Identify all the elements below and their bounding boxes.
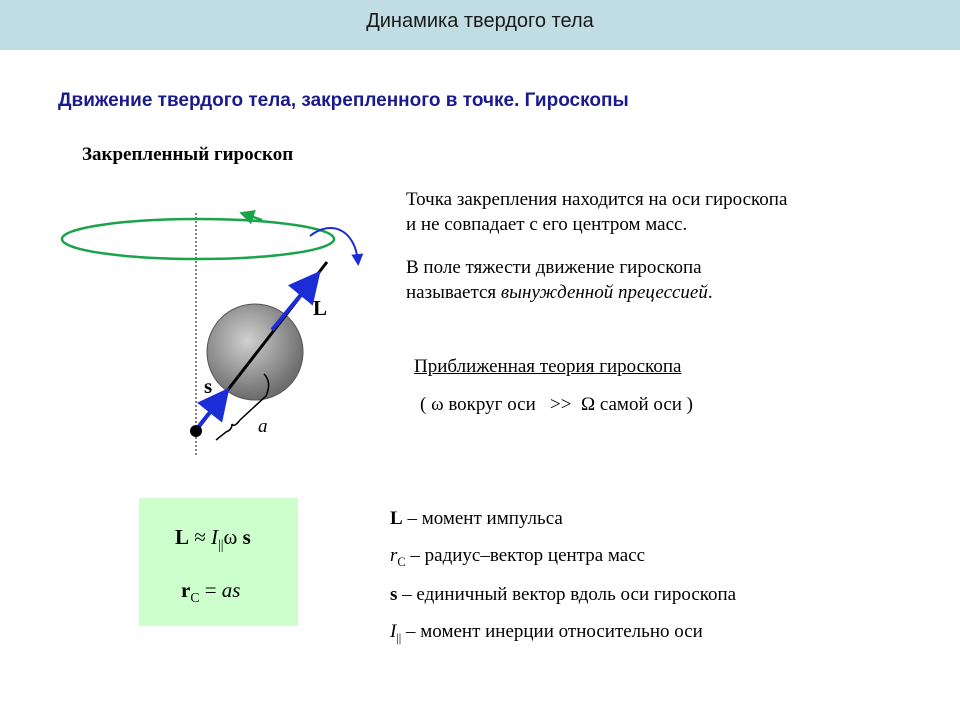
- theory-title: Приближенная теория гироскопа: [414, 356, 682, 377]
- s-vector: [197, 387, 230, 428]
- symbol-s: s: [237, 525, 251, 549]
- paragraph-fixed-point: Точка закрепления находится на оси гирос…: [406, 187, 787, 237]
- label-a: a: [258, 416, 268, 437]
- subscript-parallel: ||: [218, 537, 224, 553]
- legend-symbol: s: [390, 584, 398, 605]
- paragraph-line: называется вынужденной прецессией.: [406, 280, 713, 305]
- symbol-r: r: [181, 578, 191, 602]
- legend-subscript: ||: [396, 630, 402, 645]
- precession-arrow: [239, 210, 263, 225]
- legend-text: – единичный вектор вдоль оси гироскопа: [397, 584, 737, 605]
- subscript-C: C: [190, 590, 200, 606]
- theory-condition: ( ω вокруг оси >> Ω самой оси ): [420, 394, 694, 415]
- formula-box: [139, 498, 298, 626]
- label-L: L: [313, 296, 328, 320]
- legend-item: L – момент импульса: [390, 508, 563, 530]
- emphasis-text: вынужденной прецессией: [500, 282, 708, 303]
- precession-ellipse: [60, 217, 336, 261]
- approx-sign: ≈: [189, 525, 212, 549]
- distance-brace: [215, 373, 270, 441]
- legend-text: – момент инерции относительно оси: [401, 621, 703, 642]
- symbol-omega: ω: [223, 525, 238, 549]
- header-bar: [0, 0, 960, 50]
- legend-symbol: r: [390, 545, 398, 566]
- legend-item: I|| – момент инерции относительно оси: [390, 621, 703, 646]
- gyroscope-ball: [206, 303, 304, 401]
- legend-symbol: L: [390, 508, 403, 529]
- slide-title: Динамика твердого тела: [366, 10, 594, 32]
- legend-text: – радиус–вектор центра масс: [405, 545, 646, 566]
- legend-item: s – единичный вектор вдоль оси гироскопа: [390, 584, 736, 606]
- paragraph-line: и не совпадает с его центром масс.: [406, 214, 688, 235]
- symbol-I: I: [211, 525, 219, 549]
- legend-symbol: I: [390, 621, 397, 642]
- rotation-arrow: [309, 227, 364, 266]
- text-run: называется: [406, 282, 501, 303]
- legend-subscript: C: [397, 554, 406, 569]
- formula-radius-vector: rC = as: [181, 578, 240, 606]
- pivot-point: [190, 425, 202, 437]
- L-vector: [270, 270, 321, 332]
- section-heading: Закрепленный гироскоп: [82, 144, 294, 165]
- paragraph-precession: В поле тяжести движение гироскопа называ…: [406, 255, 713, 305]
- label-s: s: [204, 374, 213, 398]
- slide-subtitle: Движение твердого тела, закрепленного в …: [58, 90, 629, 111]
- legend-item: rC – радиус–вектор центра масс: [390, 545, 645, 570]
- text-run: .: [707, 282, 713, 303]
- paragraph-line: Точка закрепления находится на оси гирос…: [406, 189, 788, 210]
- legend-text: – момент импульса: [402, 508, 563, 529]
- paragraph-line: В поле тяжести движение гироскопа: [406, 257, 702, 278]
- equals-sign: =: [199, 578, 222, 602]
- formula-angular-momentum: L ≈ I||ω s: [175, 525, 251, 553]
- symbol-L: L: [175, 525, 190, 549]
- formula-rhs: as: [221, 578, 241, 602]
